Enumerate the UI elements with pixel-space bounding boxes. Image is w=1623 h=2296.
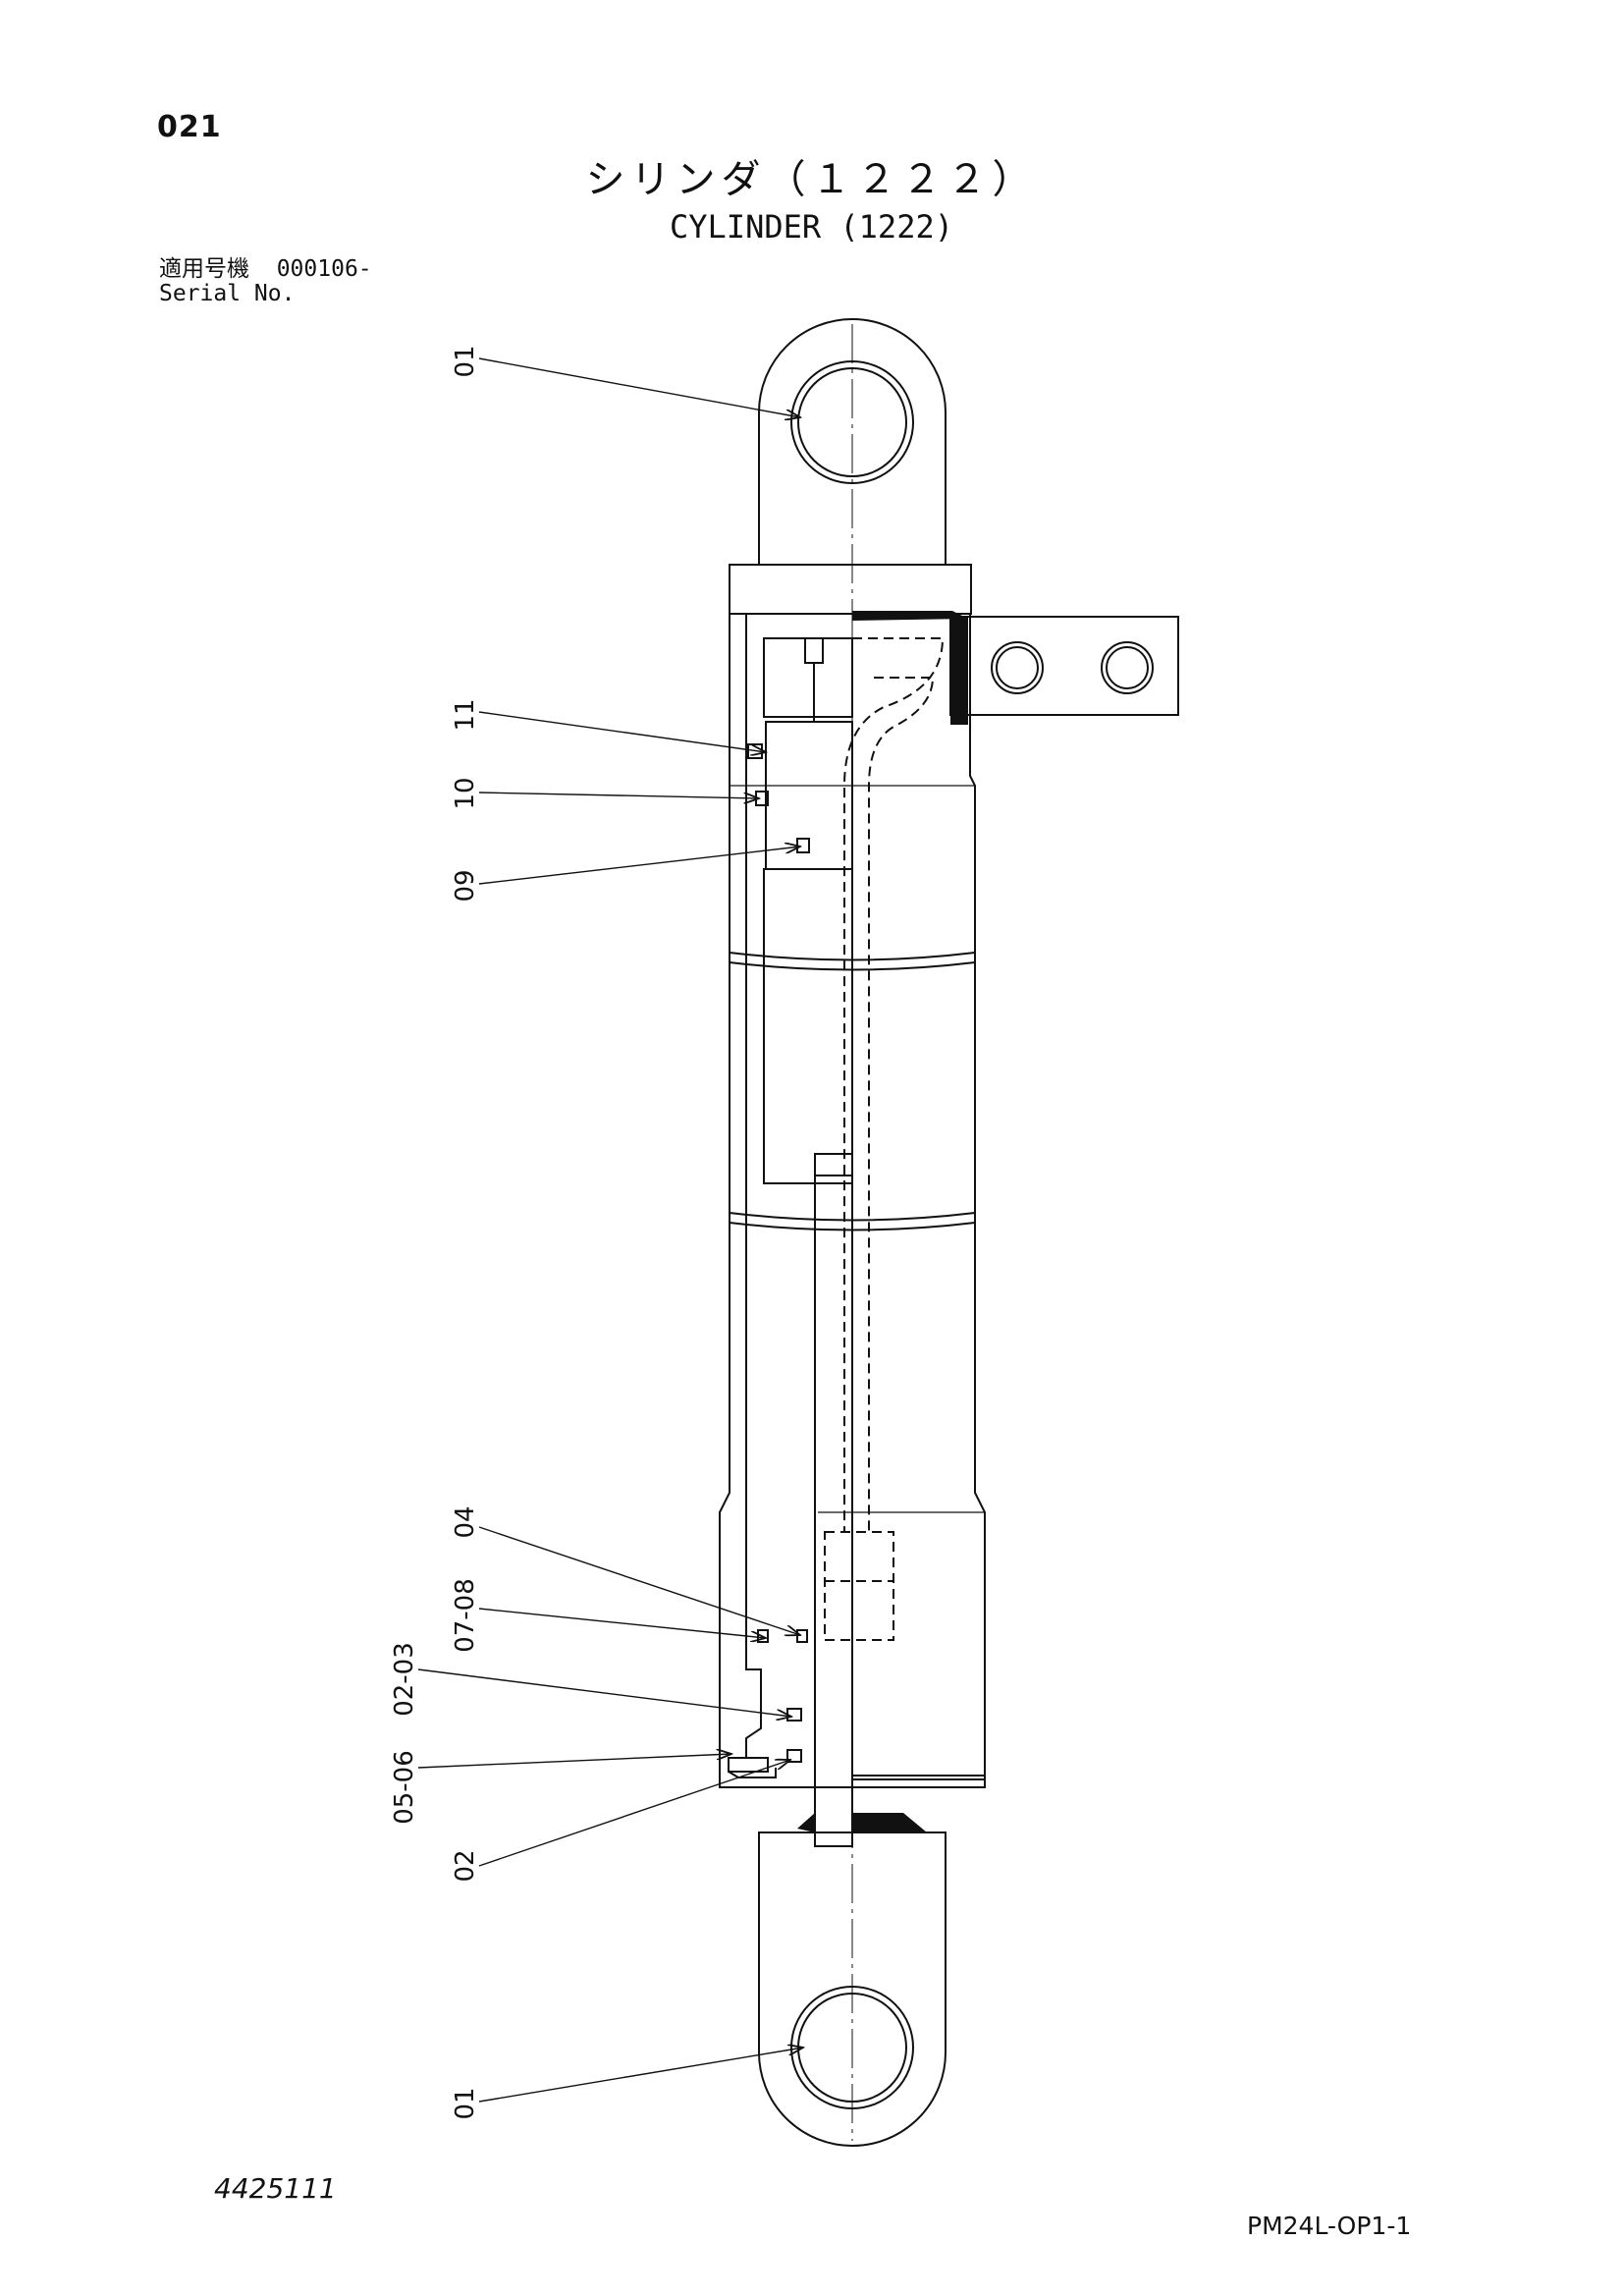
title-japanese: シリンダ（１２２２） xyxy=(585,157,1038,202)
head-plug xyxy=(804,637,824,664)
head-internal-block xyxy=(763,637,853,718)
drawing-number: 4425111 xyxy=(214,2172,337,2205)
piston-rod-guide xyxy=(763,868,853,1184)
leader-09 xyxy=(478,847,800,885)
leader-02-03 xyxy=(417,1668,791,1717)
sheet-code: PM24L-OP1-1 xyxy=(1247,2212,1412,2240)
title-english: CYLINDER (1222) xyxy=(670,208,953,246)
bottom-eye-outline xyxy=(758,1831,947,2147)
bracket-hole-right xyxy=(1101,641,1154,694)
seal-04 xyxy=(796,1629,808,1643)
top-eye-bore-inner xyxy=(797,367,907,477)
leader-01-bottom xyxy=(478,2048,803,2103)
bracket-weld xyxy=(950,617,968,725)
head-block xyxy=(729,564,972,615)
callout-09: 09 xyxy=(451,869,480,902)
serial-value: 000106- xyxy=(276,256,372,282)
leader-10 xyxy=(478,792,759,798)
port-passage-inner xyxy=(868,677,935,1532)
page-number: 021 xyxy=(157,110,222,144)
rod-weld-left xyxy=(797,1813,815,1832)
leader-11 xyxy=(478,711,766,752)
side-bracket xyxy=(949,616,1179,716)
seal-02 xyxy=(786,1749,802,1763)
rod-weld-right xyxy=(852,1813,927,1832)
seal-07-08 xyxy=(757,1629,769,1643)
callout-02-03: 02-03 xyxy=(390,1642,419,1717)
cylinder-barrel xyxy=(719,614,986,1788)
bracket-hole-left xyxy=(991,641,1044,694)
band-upper-1 xyxy=(729,952,976,961)
callout-07-08: 07-08 xyxy=(451,1578,480,1653)
serial-block: 適用号機 000106- Serial No. xyxy=(159,257,372,306)
callout-05-06: 05-06 xyxy=(390,1750,419,1825)
seal-05-06 xyxy=(728,1757,769,1773)
callout-11: 11 xyxy=(451,698,480,731)
seal-02-03 xyxy=(786,1708,802,1722)
callout-04: 04 xyxy=(451,1505,480,1538)
leader-07-08 xyxy=(478,1608,766,1638)
leader-01-top xyxy=(478,357,800,417)
serial-label-en: Serial No. xyxy=(159,281,296,306)
top-eye-outline xyxy=(758,318,947,565)
serial-label-jp: 適用号機 xyxy=(159,256,249,282)
seal-09 xyxy=(796,838,810,853)
leader-05-06 xyxy=(417,1754,731,1769)
callout-01-top: 01 xyxy=(451,345,480,377)
callout-10: 10 xyxy=(451,777,480,809)
leader-04 xyxy=(478,1526,800,1635)
callout-02: 02 xyxy=(451,1849,480,1882)
leader-02 xyxy=(478,1760,790,1867)
top-eye-bore-outer xyxy=(790,360,914,484)
gland-profile xyxy=(745,1620,762,1758)
callout-01-bottom: 01 xyxy=(451,2087,480,2119)
band-lower-1 xyxy=(729,1212,976,1222)
port-passage-outer xyxy=(843,637,945,1532)
lower-dashed-block xyxy=(824,1531,894,1641)
rod-lower xyxy=(814,1786,853,1847)
